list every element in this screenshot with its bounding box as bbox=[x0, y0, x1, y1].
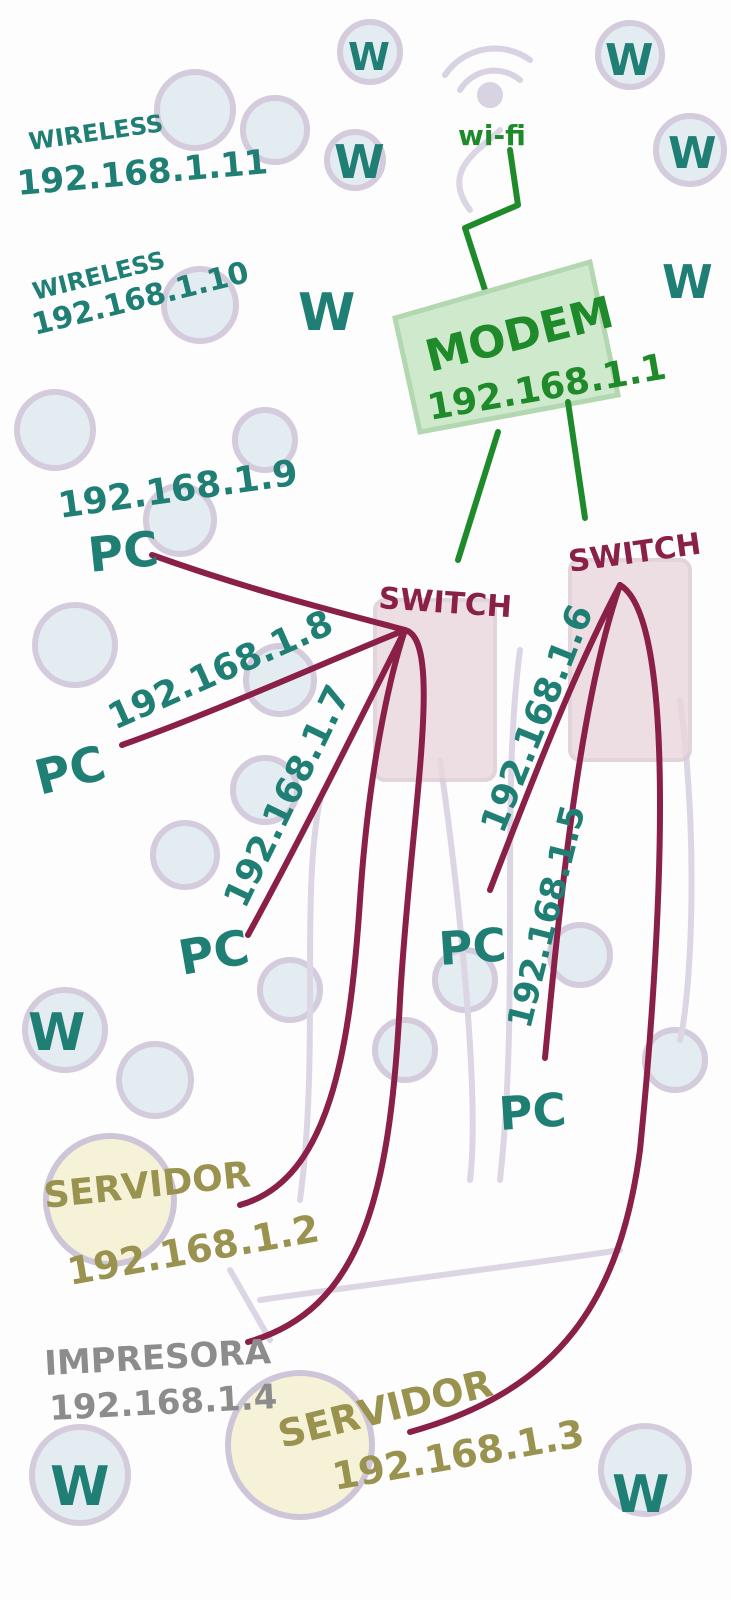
faint-cable bbox=[227, 1267, 273, 1343]
bubble bbox=[230, 755, 300, 825]
modem-box bbox=[392, 258, 621, 435]
modem-switch-right-cable bbox=[565, 399, 588, 521]
w-marker: W bbox=[50, 1455, 110, 1518]
w-markers: W W W W W W W W W bbox=[28, 35, 717, 1525]
switch-right-box bbox=[568, 558, 692, 762]
w-marker: W bbox=[334, 135, 385, 189]
faint-cable bbox=[257, 1247, 623, 1303]
bubble bbox=[642, 1027, 708, 1093]
bubble bbox=[598, 1423, 692, 1517]
bubble bbox=[653, 113, 727, 187]
bubble bbox=[547, 922, 613, 988]
pc-6-label: PC bbox=[437, 917, 508, 976]
cable-pc-7 bbox=[245, 627, 408, 938]
bubble bbox=[22, 987, 108, 1073]
w-marker: W bbox=[612, 1465, 669, 1525]
bubble bbox=[324, 129, 386, 191]
cable-pc-8 bbox=[119, 627, 408, 748]
wireless-11-label: WIRELESS bbox=[27, 109, 165, 156]
bubble bbox=[116, 1041, 194, 1119]
bubble bbox=[257, 957, 323, 1023]
bubble bbox=[595, 20, 665, 90]
background-bubbles bbox=[14, 19, 727, 1526]
modem: MODEM 192.168.1.1 bbox=[392, 258, 669, 435]
bubble bbox=[372, 1017, 438, 1083]
cable-server-3 bbox=[407, 582, 663, 1435]
faint-cable bbox=[497, 647, 523, 1183]
wifi-icon bbox=[442, 45, 533, 108]
modem-switch-left-cable bbox=[455, 429, 501, 563]
pc-9-label: PC bbox=[85, 521, 161, 584]
w-marker: W bbox=[662, 255, 713, 309]
bubble bbox=[32, 602, 118, 688]
bubble bbox=[154, 69, 236, 151]
pc-8-label: PC bbox=[29, 735, 111, 806]
pc-5-label: PC bbox=[497, 1082, 568, 1141]
w-marker: W bbox=[28, 1003, 85, 1063]
wifi-label: wi-fi bbox=[458, 119, 526, 152]
cable-server-2 bbox=[237, 627, 408, 1208]
faint-cable bbox=[297, 797, 323, 1203]
printer-label: IMPRESORA bbox=[43, 1332, 272, 1384]
bubble bbox=[240, 95, 310, 165]
faint-cable bbox=[437, 757, 476, 1183]
server-bubble bbox=[43, 1133, 177, 1267]
bubble bbox=[232, 407, 298, 473]
w-marker: W bbox=[668, 128, 717, 179]
antenna-cable bbox=[462, 147, 521, 293]
bubble bbox=[161, 266, 239, 344]
bubble bbox=[337, 19, 403, 85]
bubble bbox=[150, 820, 220, 890]
w-marker: W bbox=[348, 35, 390, 79]
server-bubbles bbox=[43, 1133, 375, 1520]
bubble bbox=[14, 389, 96, 471]
w-marker: W bbox=[605, 35, 654, 86]
faint-cable bbox=[456, 127, 503, 213]
cable-printer bbox=[245, 627, 427, 1345]
bubble bbox=[143, 483, 217, 557]
pc-7-label: PC bbox=[174, 919, 253, 986]
w-marker: W bbox=[298, 283, 355, 343]
cable-pc-9 bbox=[149, 552, 408, 633]
bubble bbox=[29, 1424, 131, 1526]
left-switch-cables bbox=[119, 552, 427, 1345]
right-switch-cables bbox=[407, 582, 663, 1435]
cable-pc-6 bbox=[487, 582, 623, 893]
cable-pc-5 bbox=[542, 582, 623, 1061]
server-bubble bbox=[225, 1370, 375, 1520]
